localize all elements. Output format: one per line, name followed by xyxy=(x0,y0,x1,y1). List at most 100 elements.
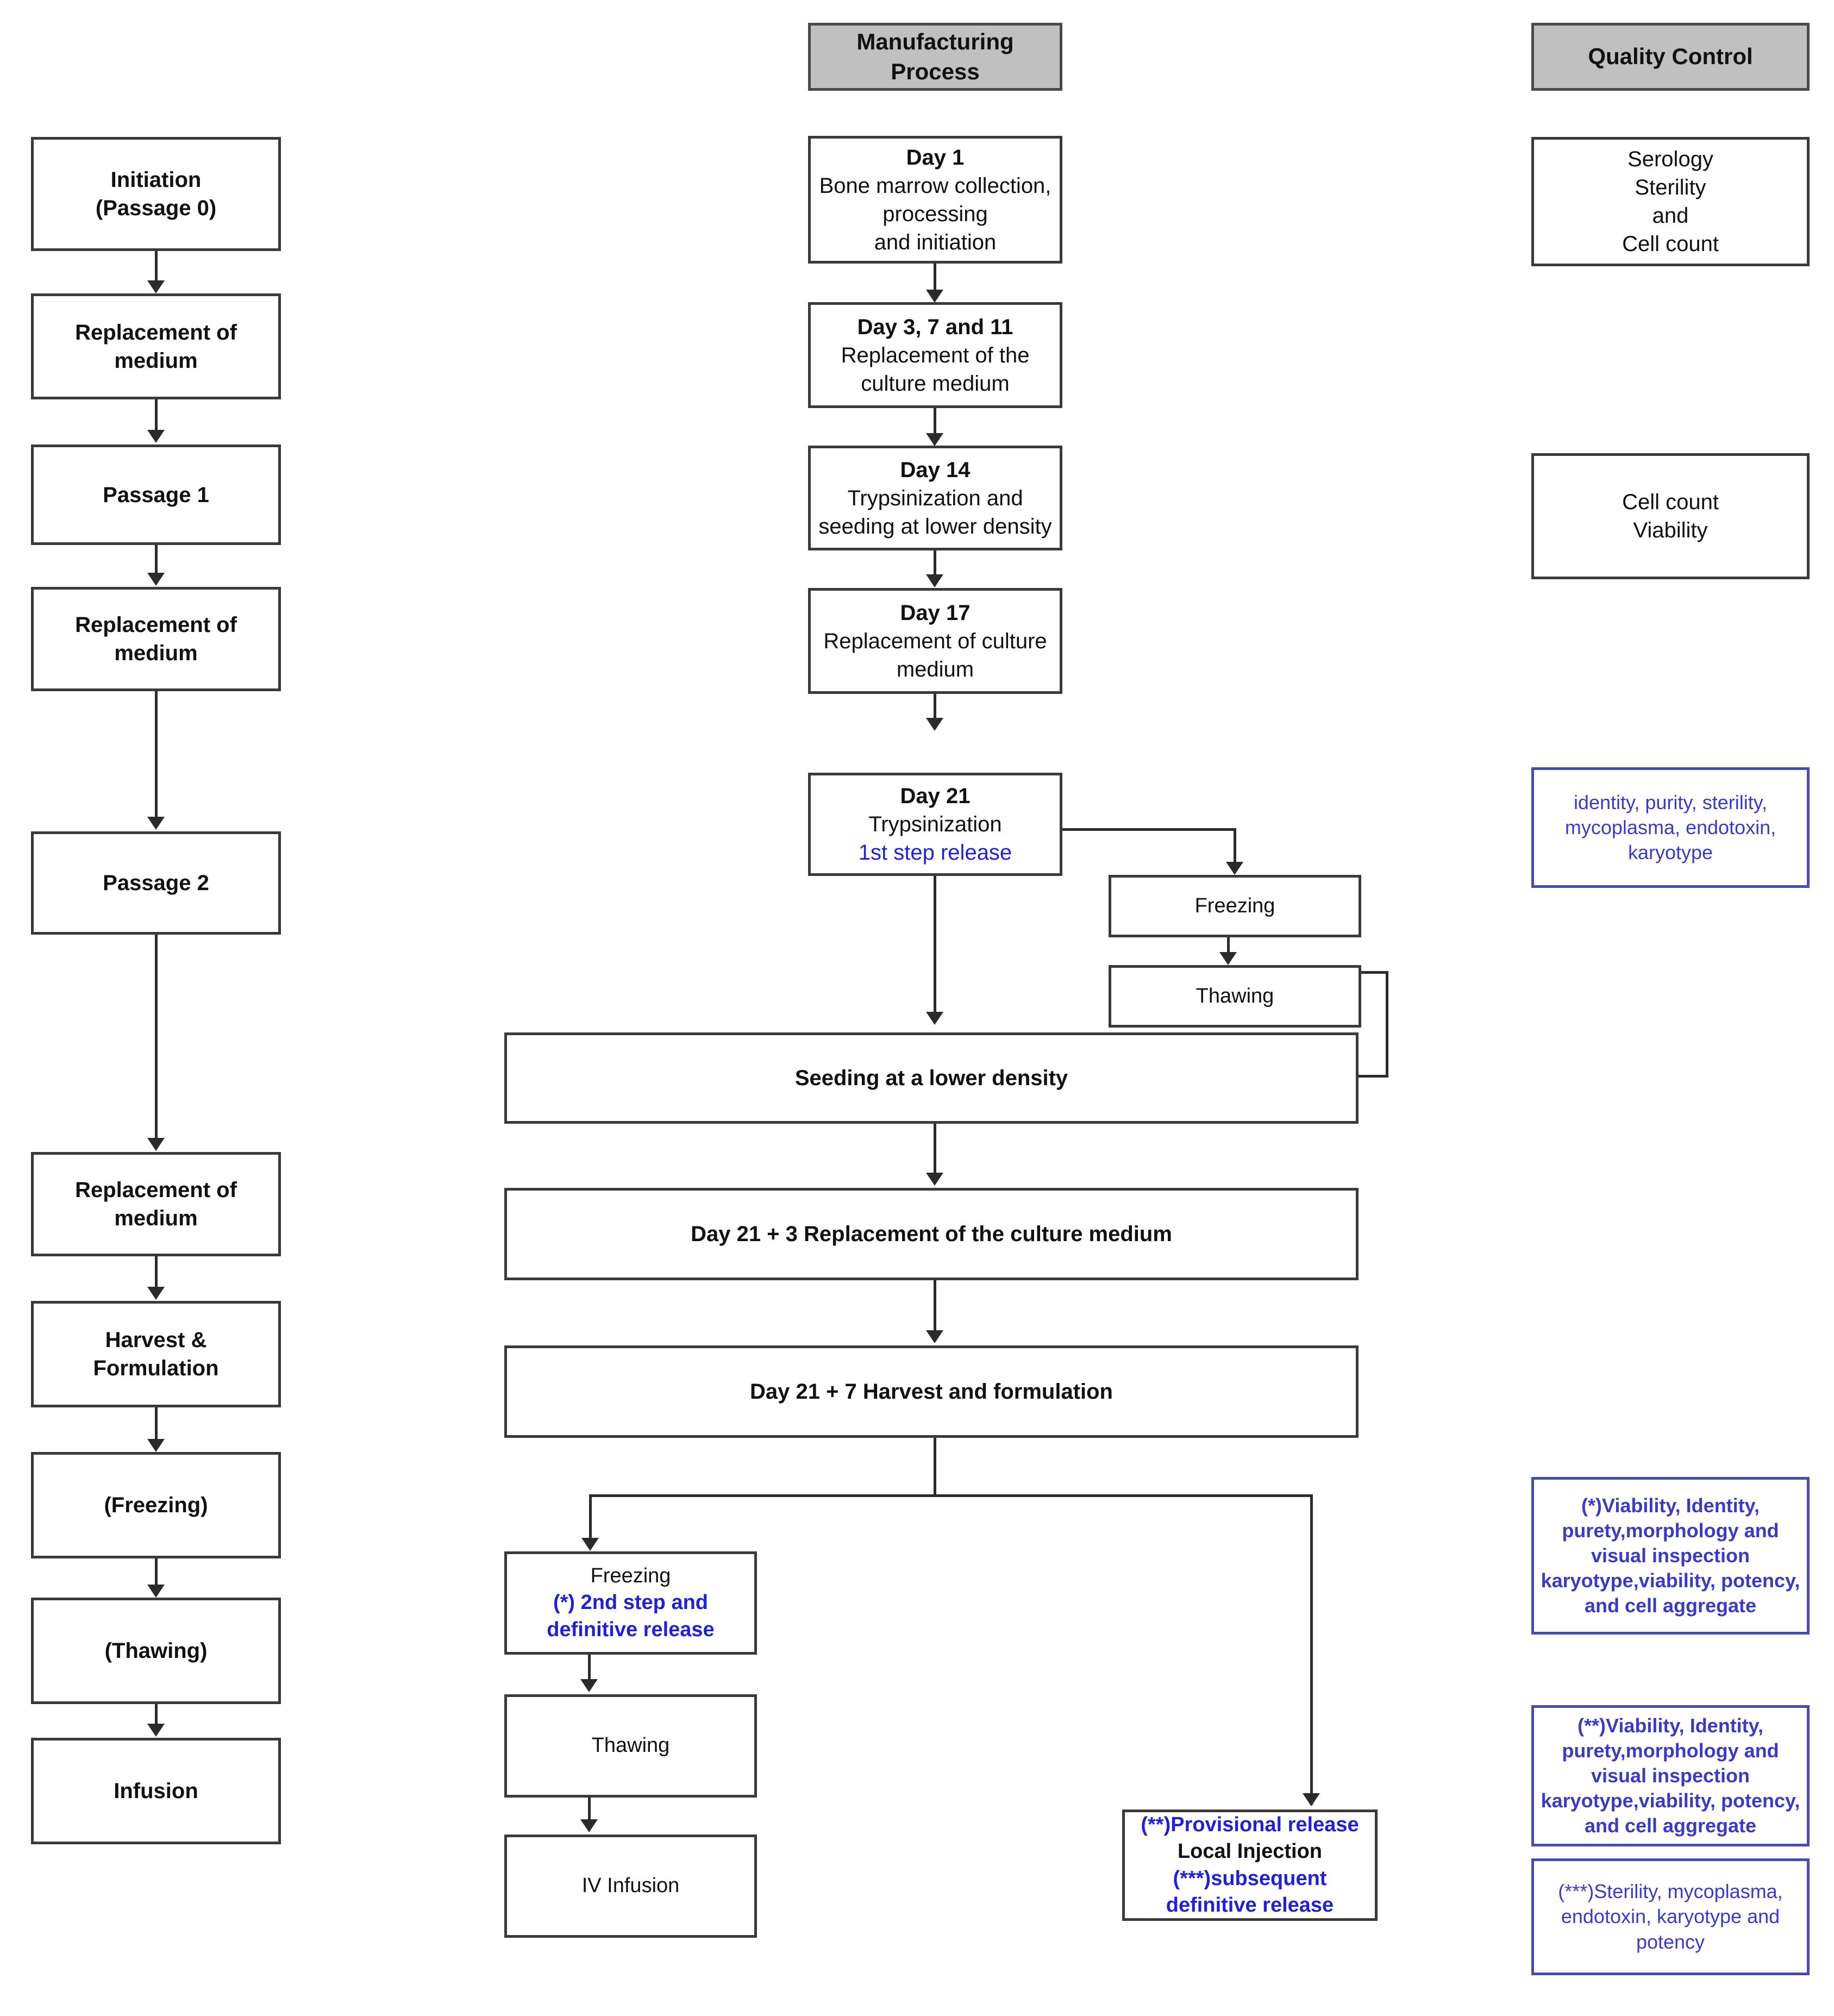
connector-thawing-bottom-to-iv xyxy=(588,1798,591,1826)
qc4-line2: purety,morphology and xyxy=(1562,1519,1779,1542)
provisional-release-line4: definitive release xyxy=(1166,1893,1334,1917)
qc-box-star-one: (*)Viability, Identity, purety,morpholog… xyxy=(1531,1477,1810,1635)
left-step-thawing: (Thawing) xyxy=(31,1598,281,1704)
qc-box-star-three: (***)Sterility, mycoplasma, endotoxin, k… xyxy=(1531,1858,1810,1975)
connector-left-4 xyxy=(155,691,158,824)
connector-day21-to-freezing-v xyxy=(1234,828,1236,871)
arrow-center-3 xyxy=(926,574,943,587)
arrow-split-right xyxy=(1303,1793,1320,1806)
connector-freezing-bottom-to-thawing xyxy=(588,1655,591,1686)
connector-left-1 xyxy=(155,251,158,288)
qc1-line2: Sterility xyxy=(1635,176,1706,199)
connector-split-horizontal xyxy=(589,1494,1313,1497)
day17-line1: Replacement of culture xyxy=(823,629,1047,653)
day14-line1: Trypsinization and xyxy=(847,486,1023,510)
qc3-line2: mycoplasma, endotoxin, xyxy=(1564,816,1776,838)
left-step-passage-1: Passage 1 xyxy=(31,444,281,545)
day3711-line2: culture medium xyxy=(861,371,1010,396)
freezing-top-label: Freezing xyxy=(1194,894,1275,917)
day3711-title: Day 3, 7 and 11 xyxy=(857,315,1013,339)
qc5-line5: and cell aggregate xyxy=(1584,1814,1757,1837)
provisional-release-line1: (**)Provisional release xyxy=(1141,1813,1359,1836)
manufacturing-header-line2: Process xyxy=(891,58,980,84)
left-step-replacement-3-line2: medium xyxy=(114,1206,198,1230)
qc6-line1: (***)Sterility, mycoplasma, xyxy=(1558,1880,1783,1903)
qc1-line4: Cell count xyxy=(1622,232,1719,256)
day3711-line1: Replacement of the xyxy=(841,343,1030,367)
left-step-thawing-label: (Thawing) xyxy=(104,1639,208,1663)
connector-thawing-return-v xyxy=(1386,971,1388,1078)
arrow-left-1 xyxy=(147,280,165,293)
arrow-center-1 xyxy=(926,290,943,303)
center-step-day17: Day 17 Replacement of culture medium xyxy=(808,588,1062,694)
iv-infusion-label: IV Infusion xyxy=(581,1874,680,1898)
freezing-bottom-second-step: (*) 2nd step and xyxy=(553,1591,709,1614)
qc5-line1: (**)Viability, Identity, xyxy=(1577,1714,1764,1737)
left-step-replacement-3-line1: Replacement of xyxy=(75,1178,237,1202)
left-step-harvest-line1: Harvest & xyxy=(105,1328,207,1352)
center-step-thawing-bottom: Thawing xyxy=(504,1694,757,1798)
thawing-bottom-label: Thawing xyxy=(591,1734,670,1757)
left-step-harvest-line2: Formulation xyxy=(93,1356,219,1380)
center-step-thawing-top: Thawing xyxy=(1109,965,1361,1028)
arrow-day21-to-seeding xyxy=(926,1012,943,1025)
day14-title: Day 14 xyxy=(900,458,971,482)
arrow-thawing-bottom-to-iv xyxy=(580,1819,598,1832)
day1-line3: and initiation xyxy=(874,230,997,254)
connector-day21-to-seeding xyxy=(934,876,936,1016)
arrow-seeding-to-day21p3 xyxy=(926,1173,943,1186)
left-step-replacement-2-line2: medium xyxy=(114,641,198,665)
center-step-day21-plus-7: Day 21 + 7 Harvest and formulation xyxy=(504,1345,1359,1438)
qc5-line4: karyotype,viability, potency, xyxy=(1541,1789,1800,1812)
qc4-line3: visual inspection xyxy=(1591,1544,1750,1567)
day21p3-label: Day 21 + 3 Replacement of the culture me… xyxy=(691,1222,1172,1246)
connector-center-3 xyxy=(934,550,936,583)
left-step-replacement-1: Replacement of medium xyxy=(31,293,281,399)
qc4-line4: karyotype,viability, potency, xyxy=(1541,1569,1800,1592)
manufacturing-process-header: Manufacturing Process xyxy=(808,23,1062,91)
left-step-infusion: Infusion xyxy=(31,1738,281,1844)
arrow-left-9 xyxy=(147,1724,165,1737)
center-step-day1: Day 1 Bone marrow collection, processing… xyxy=(808,136,1062,264)
day21-first-step-release: 1st step release xyxy=(858,841,1012,865)
connector-thawing-return-h1 xyxy=(1361,971,1388,974)
qc2-line2: Viability xyxy=(1633,518,1708,542)
day1-line2: processing xyxy=(882,202,988,226)
connector-center-4 xyxy=(934,694,936,728)
day21-title: Day 21 xyxy=(900,784,971,808)
left-step-infusion-label: Infusion xyxy=(114,1779,198,1803)
center-step-day21-plus-3: Day 21 + 3 Replacement of the culture me… xyxy=(504,1188,1359,1280)
provisional-release-line3: (***)subsequent xyxy=(1173,1867,1327,1890)
connector-day21-to-freezing-h xyxy=(1062,828,1236,831)
left-step-replacement-2-line1: Replacement of xyxy=(75,613,237,637)
arrow-left-4 xyxy=(147,817,165,830)
arrow-left-3 xyxy=(147,573,165,586)
left-step-freezing: (Freezing) xyxy=(31,1452,281,1558)
center-step-day3-7-11: Day 3, 7 and 11 Replacement of the cultu… xyxy=(808,302,1062,408)
qc-box-identity-purity: identity, purity, sterility, mycoplasma,… xyxy=(1531,767,1810,888)
arrow-left-8 xyxy=(147,1585,165,1598)
arrow-day21p3-to-day21p7 xyxy=(926,1330,943,1343)
center-step-freezing-top: Freezing xyxy=(1109,875,1361,937)
qc5-line2: purety,morphology and xyxy=(1562,1739,1779,1762)
qc6-line3: potency xyxy=(1636,1930,1705,1953)
quality-control-header-label: Quality Control xyxy=(1588,43,1753,70)
connector-day21p3-to-day21p7 xyxy=(934,1280,936,1339)
arrow-left-6 xyxy=(147,1287,165,1300)
left-step-initiation-line1: Initiation xyxy=(110,168,202,192)
left-step-freezing-label: (Freezing) xyxy=(104,1493,208,1517)
left-step-replacement-2: Replacement of medium xyxy=(31,587,281,691)
freezing-bottom-label: Freezing xyxy=(590,1564,671,1587)
thawing-top-label: Thawing xyxy=(1195,984,1274,1007)
connector-left-3 xyxy=(155,545,158,580)
qc-box-serology: Serology Sterility and Cell count xyxy=(1531,137,1810,266)
connector-split-right-down xyxy=(1310,1494,1313,1805)
qc3-line1: identity, purity, sterility, xyxy=(1573,791,1768,813)
qc1-line3: and xyxy=(1652,204,1689,228)
left-step-initiation-line2: (Passage 0) xyxy=(95,196,217,220)
arrow-left-2 xyxy=(147,430,165,443)
provisional-release-line2: Local Injection xyxy=(1177,1840,1323,1863)
arrow-freezing-bottom-to-thawing xyxy=(580,1679,598,1692)
center-step-day21: Day 21 Trypsinization 1st step release xyxy=(808,773,1062,876)
